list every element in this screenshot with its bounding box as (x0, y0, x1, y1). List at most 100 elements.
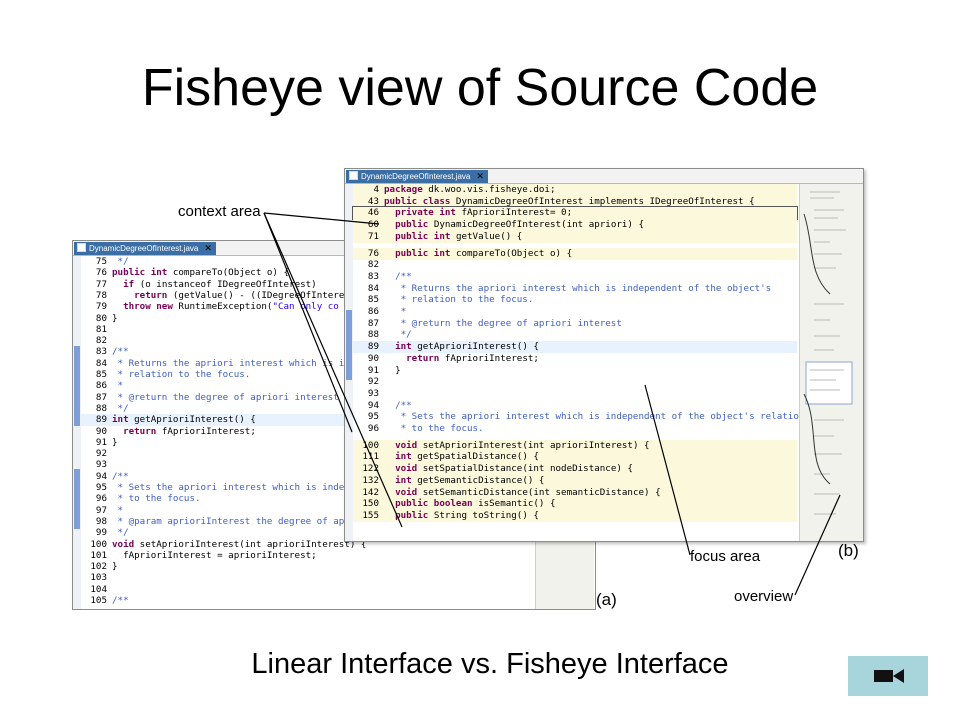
code-line[interactable]: 82 (353, 259, 797, 271)
line-number: 96 (367, 423, 379, 434)
code-line[interactable]: 92 (353, 376, 797, 388)
code-line[interactable]: 75 */ (81, 256, 593, 268)
panel-a-label: (a) (596, 590, 617, 609)
code-line[interactable]: 94/** (81, 471, 593, 483)
code-keyword: void (395, 439, 418, 451)
line-number: 100 (90, 538, 107, 550)
code-keyword: public int (395, 247, 451, 259)
code-line[interactable]: 105/** (81, 595, 593, 607)
code-line[interactable]: 86 * (353, 306, 797, 318)
code-line[interactable]: 90 return fAprioriInterest; (81, 426, 593, 438)
line-number: 71 (367, 230, 379, 242)
code-line[interactable]: 142 void setSemanticDistance(int semanti… (353, 486, 797, 499)
code-text: } (112, 561, 118, 573)
code-line[interactable]: 100 void setAprioriInterest(int aprioriI… (353, 439, 797, 452)
code-text: * @param aprioriInterest the degree of a… (112, 515, 345, 527)
code-line[interactable]: 88 */ (81, 403, 593, 415)
code-line[interactable]: 97 * (81, 505, 593, 517)
code-line[interactable]: 79 throw new RuntimeException("Can only … (81, 301, 593, 313)
line-number: 100 (362, 439, 379, 451)
code-text: void setAprioriInterest(int aprioriInter… (395, 439, 650, 451)
code-line[interactable]: 104 (81, 584, 593, 596)
code-line[interactable]: 150 public boolean isSemantic() { (353, 498, 797, 511)
ruler-marker (74, 346, 80, 426)
code-text: public boolean isSemantic() { (395, 498, 556, 510)
line-number: 89 (367, 341, 379, 353)
line-number: 4 (373, 184, 379, 195)
code-line[interactable]: 155 public String toString() { (353, 509, 797, 522)
line-number: 82 (367, 259, 379, 271)
code-line[interactable]: 96 * to the focus. (81, 493, 593, 505)
code-text: if (o instanceof IDegreeOfInterest) (123, 278, 317, 290)
line-number: 75 (95, 256, 107, 267)
code-keyword: public class (384, 195, 451, 207)
code-text: * relation to the focus. (384, 294, 534, 306)
code-line[interactable]: 95 * Sets the apriori interest which is … (81, 482, 593, 494)
code-line[interactable]: 91} (81, 437, 593, 449)
code-line[interactable]: 60 public DynamicDegreeOfInterest(int ap… (353, 219, 797, 232)
editor-tab[interactable]: DynamicDegreeOfInterest.java✕ (74, 242, 216, 255)
code-text: int getSpatialDistance() { (395, 451, 539, 463)
code-line[interactable]: 102} (81, 561, 593, 573)
code-line[interactable]: 94 /** (353, 400, 797, 412)
code-line[interactable]: 77 if (o instanceof IDegreeOfInterest) (81, 279, 593, 291)
code-line[interactable]: 87 * @return the degree of apriori inter… (353, 318, 797, 330)
code-line[interactable]: 103 (81, 572, 593, 584)
code-line[interactable]: 71 public int getValue() { (353, 230, 797, 243)
editor-tab[interactable]: DynamicDegreeOfInterest.java✕ (346, 170, 488, 183)
code-line[interactable]: 91 } (353, 365, 797, 377)
code-line[interactable]: 99 */ (81, 527, 593, 539)
overview-strip-fisheye[interactable] (799, 184, 863, 541)
code-line[interactable]: 80} (81, 313, 593, 325)
code-line[interactable]: 93 (81, 459, 593, 471)
code-line[interactable]: 132 int getSemanticDistance() { (353, 474, 797, 487)
code-text: fAprioriInterest = aprioriInterest; (112, 549, 317, 561)
code-line[interactable]: 81 (81, 324, 593, 336)
code-line[interactable]: 101 fAprioriInterest = aprioriInterest; (81, 550, 593, 562)
line-number: 122 (362, 463, 379, 475)
line-number: 105 (90, 595, 107, 606)
code-text: * Sets the apriori interest which is ind… (112, 482, 345, 493)
line-number: 94 (95, 470, 107, 482)
code-line[interactable]: 96 * to the focus. (353, 423, 797, 435)
code-line[interactable]: 87 * @return the degree of apriori inter… (81, 392, 593, 404)
code-line[interactable]: 76 public int compareTo(Object o) { (353, 247, 797, 260)
code-text: return fAprioriInterest; (123, 425, 256, 437)
code-line[interactable]: 82 (81, 335, 593, 347)
line-number: 94 (367, 399, 379, 411)
code-line[interactable]: 89 int getAprioriInterest() { (353, 341, 797, 354)
line-number: 92 (367, 376, 379, 388)
code-keyword: return (134, 289, 168, 301)
code-line[interactable]: 122 void setSpatialDistance(int nodeDist… (353, 463, 797, 476)
code-line[interactable]: 98 * @param aprioriInterest the degree o… (81, 516, 593, 528)
video-camera-icon (874, 669, 904, 683)
code-text: */ (384, 329, 412, 341)
code-line[interactable]: 86 * (81, 380, 593, 392)
code-text: public int compareTo(Object o) { (395, 247, 573, 259)
code-line[interactable]: 88 */ (353, 329, 797, 341)
overview-label: overview (734, 588, 794, 605)
code-line[interactable]: 93 (353, 388, 797, 400)
code-line[interactable]: 85 * relation to the focus. (353, 294, 797, 306)
code-text: */ (112, 527, 129, 539)
code-line[interactable]: 83/** (81, 346, 593, 358)
code-line[interactable]: 92 (81, 448, 593, 460)
line-number: 95 (95, 482, 107, 493)
code-text: public DynamicDegreeOfInterest(int aprio… (395, 219, 645, 231)
code-line[interactable]: 84 * Returns the apriori interest which … (353, 283, 797, 295)
code-line[interactable]: 46 private int fAprioriInterest= 0; (352, 206, 798, 221)
close-tab-icon[interactable]: ✕ (476, 171, 484, 181)
code-line[interactable]: 84 * Returns the apriori interest which … (81, 358, 593, 370)
close-tab-icon[interactable]: ✕ (204, 243, 212, 253)
line-number: 85 (367, 294, 379, 306)
code-line[interactable]: 90 return fAprioriInterest; (353, 353, 797, 365)
code-line[interactable]: 83 /** (353, 271, 797, 283)
video-button[interactable] (848, 656, 928, 696)
code-line[interactable]: 95 * Sets the apriori interest which is … (353, 411, 804, 423)
code-line[interactable]: 85 * relation to the focus. (81, 369, 593, 381)
